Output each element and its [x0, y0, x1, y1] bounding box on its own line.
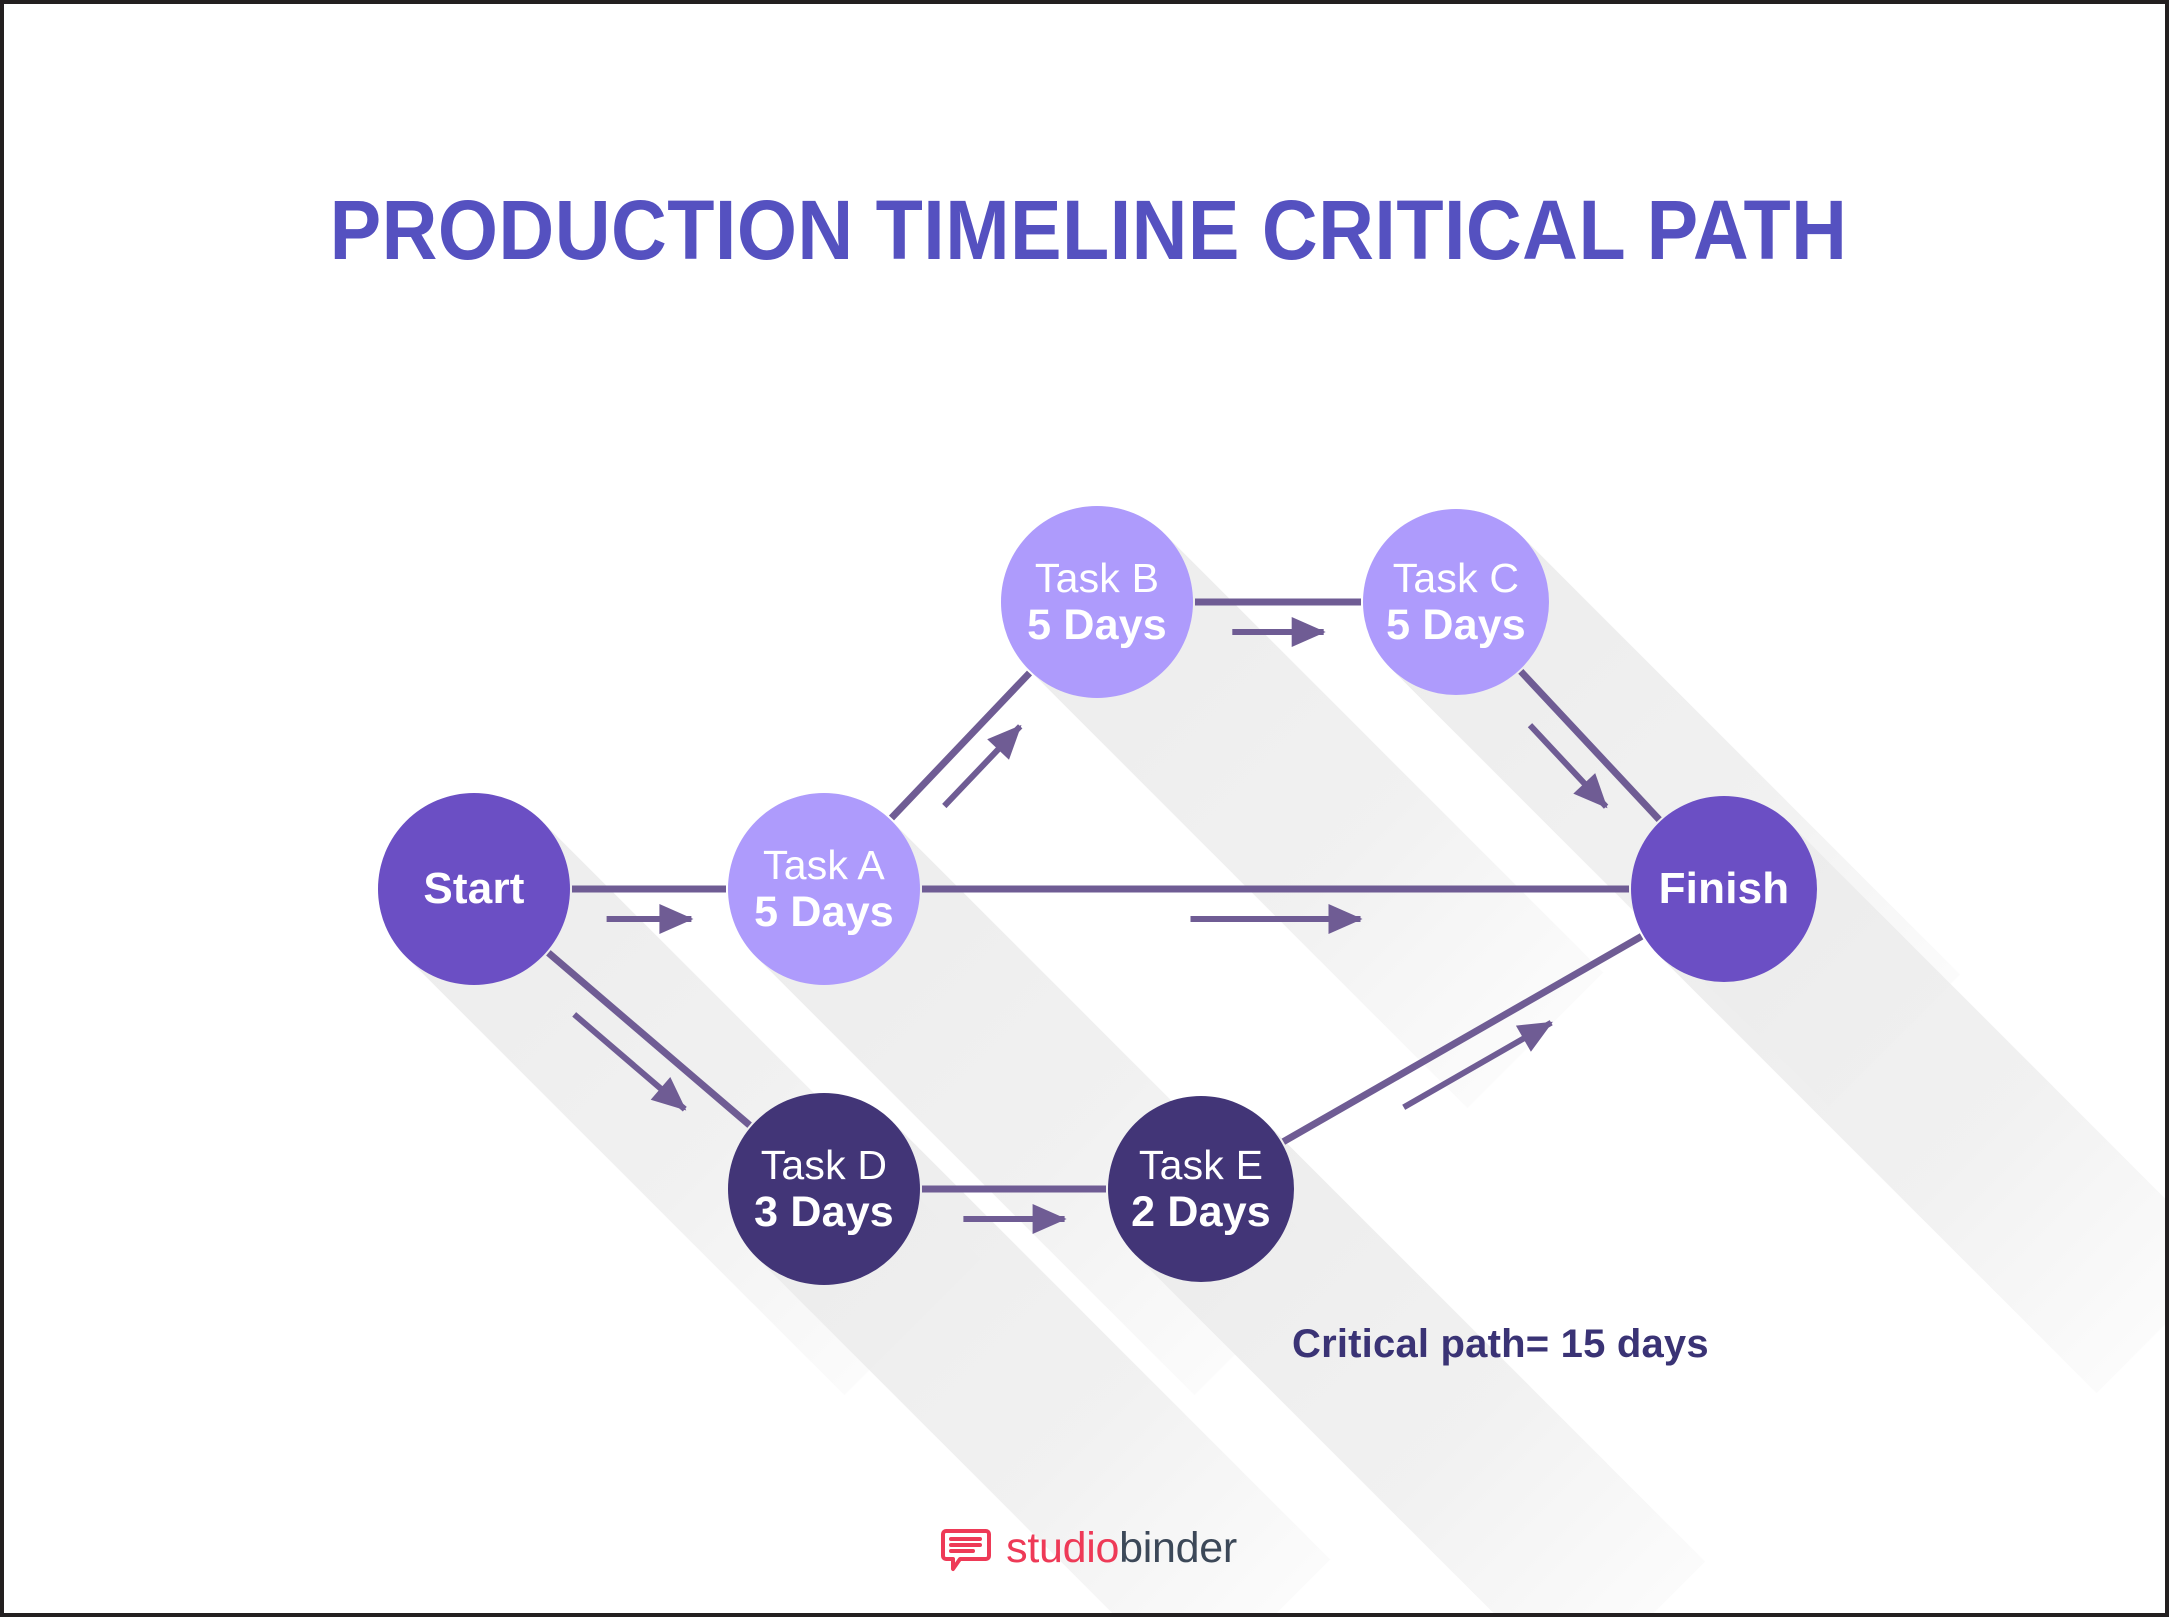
node-duration: 3 Days: [754, 1187, 894, 1236]
studiobinder-logo: studiobinder: [4, 1522, 2165, 1574]
node-label: Finish: [1658, 864, 1790, 914]
edge-taskB-taskC: [1195, 598, 1361, 647]
node-label: Task D: [760, 1141, 888, 1188]
node-label: Task A: [763, 841, 885, 888]
node-finish[interactable]: Finish: [1631, 796, 1817, 982]
logo-text-binder: binder: [1119, 1523, 1237, 1572]
page-title: PRODUCTION TIMELINE CRITICAL PATH: [329, 183, 1848, 277]
speech-bubble-icon: [940, 1522, 992, 1574]
edge-taskA-taskB: [888, 670, 1033, 821]
node-label: Task C: [1392, 554, 1520, 601]
node-duration: 2 Days: [1131, 1187, 1271, 1236]
node-duration: 5 Days: [1386, 600, 1526, 649]
node-label: Task B: [1034, 554, 1160, 601]
edge-taskD-taskE: [922, 1185, 1106, 1234]
node-shadows: [378, 506, 2165, 1613]
node-duration: 5 Days: [1027, 600, 1167, 649]
logo-text-studio: studio: [1006, 1523, 1120, 1572]
edge-taskE-finish: [1281, 933, 1644, 1145]
edge-taskA-finish: [922, 885, 1629, 934]
critical-path-label: Critical path= 15 days: [1292, 1322, 1709, 1366]
edge-layer: [378, 506, 2165, 1613]
node-start[interactable]: Start: [378, 793, 570, 985]
node-label: Task E: [1138, 1141, 1264, 1188]
edge-start-taskA: [572, 885, 726, 934]
edge-start-taskD: [546, 950, 752, 1128]
node-label: Start: [423, 864, 525, 914]
edge-taskC-finish: [1518, 669, 1662, 822]
node-duration: 5 Days: [754, 887, 894, 936]
